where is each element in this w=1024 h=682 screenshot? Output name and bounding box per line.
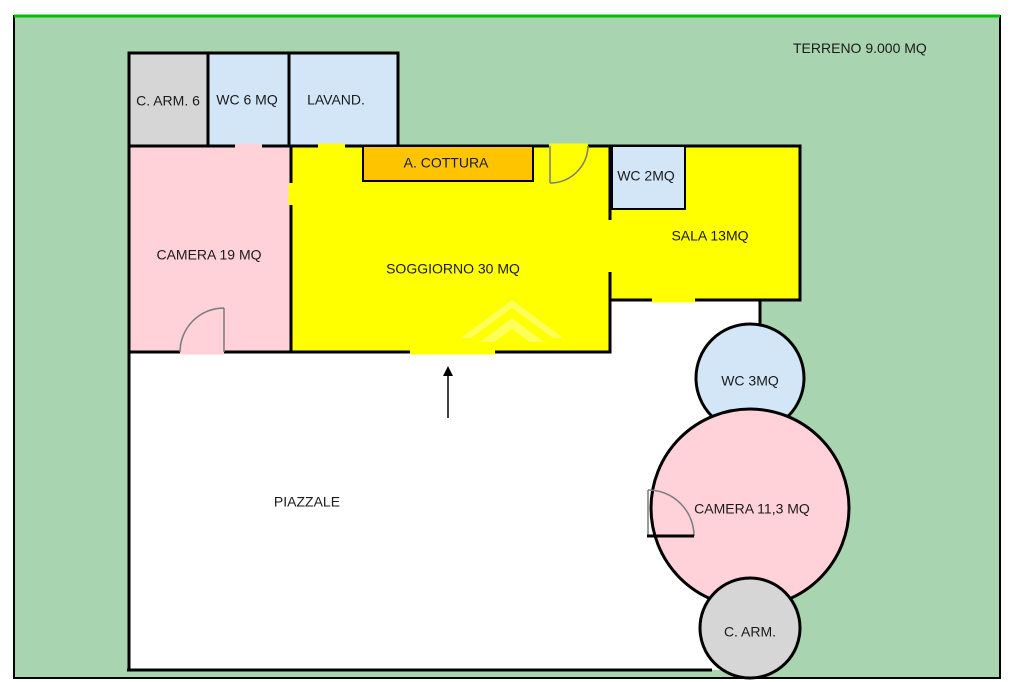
door-swing-bedroom-19 <box>179 307 225 353</box>
yard-area <box>129 300 760 670</box>
sala-label: SALA 13MQ <box>671 228 748 244</box>
wc-3-label: WC 3MQ <box>721 373 779 389</box>
wc-6-room <box>206 51 291 148</box>
yard-label: PIAZZALE <box>274 494 340 510</box>
wc-2-room <box>611 145 686 210</box>
door-swing-main <box>549 145 589 184</box>
laundry-label: LAVAND. <box>307 92 365 108</box>
kitchenette-label: A. COTTURA <box>404 155 489 171</box>
closet-round-label: C. ARM. <box>724 624 776 640</box>
terrain-label: TERRENO 9.000 MQ <box>793 40 927 56</box>
bedroom-19-room <box>127 144 293 354</box>
kitchenette-counter <box>362 145 534 182</box>
watermark-logo <box>461 300 563 342</box>
bedroom-19-label: CAMERA 19 MQ <box>156 247 261 263</box>
closet-top-label: C. ARM. 6 <box>136 93 200 109</box>
entrance-arrow-head <box>443 366 453 376</box>
living-label: SOGGIORNO 30 MQ <box>386 261 520 277</box>
bedroom-11-label: CAMERA 11,3 MQ <box>694 501 810 517</box>
wc-6-label: WC 6 MQ <box>216 92 278 108</box>
wc-2-label: WC 2MQ <box>617 168 675 184</box>
closet-round-room <box>698 576 802 680</box>
door-swing-bedroom-11 <box>647 489 695 537</box>
